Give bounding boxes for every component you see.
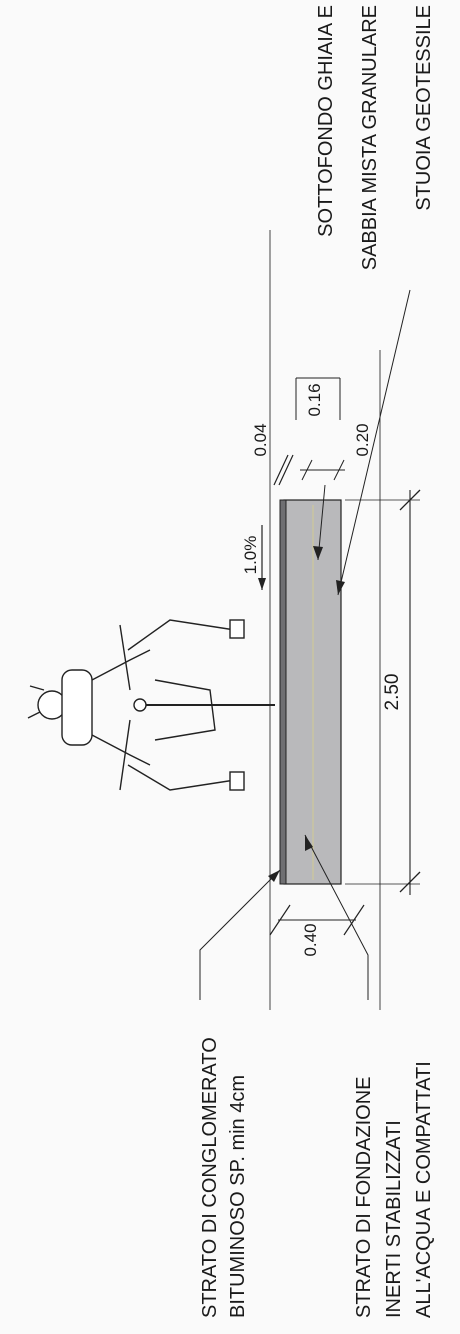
arrowhead-stuoia (336, 580, 345, 595)
leader-fondazione (304, 834, 369, 1000)
label-fondazione-3: ALL'ACQUA E COMPATTATI (413, 1061, 435, 1318)
asphalt-layer (279, 499, 287, 885)
dim-004-label: 0.04 (251, 423, 270, 456)
label-conglomerato-2: BITUMINOSO SP. min 4cm (227, 1075, 249, 1318)
arrowhead-fondazione (305, 835, 313, 851)
slope-label: 1.0% (241, 536, 260, 575)
label-conglomerato-1: STRATO DI CONGLOMERATO (199, 1037, 221, 1318)
dim-020-label: 0.20 (353, 423, 372, 456)
dim-250-label: 2.50 (382, 674, 403, 711)
arrowhead-conglomerato (268, 870, 280, 882)
dim-016-label: 0.16 (305, 383, 324, 416)
dim-tick-016 (301, 459, 345, 481)
dim-040-label: 0.40 (301, 923, 320, 956)
dim-tick-004 (273, 454, 294, 486)
label-sottofondo-2: SABBIA MISTA GRANULARE (359, 5, 381, 270)
arrowhead-sottofondo (313, 546, 323, 560)
label-fondazione-1: STRATO DI FONDAZIONE (353, 1077, 375, 1319)
foundation-layer (283, 499, 342, 885)
leader-conglomerato (199, 869, 281, 1000)
leader-stuoia (337, 289, 411, 596)
dim-tick-250-bottom (399, 871, 421, 893)
slope-arrowhead (258, 578, 266, 590)
cyclist-icon (27, 619, 275, 791)
label-stuoia: STUOIA GEOTESSILE (413, 5, 435, 211)
label-fondazione-2: INERTI STABILIZZATI (383, 1120, 405, 1318)
label-sottofondo-1: SOTTOFONDO GHIAIA E (315, 5, 337, 237)
